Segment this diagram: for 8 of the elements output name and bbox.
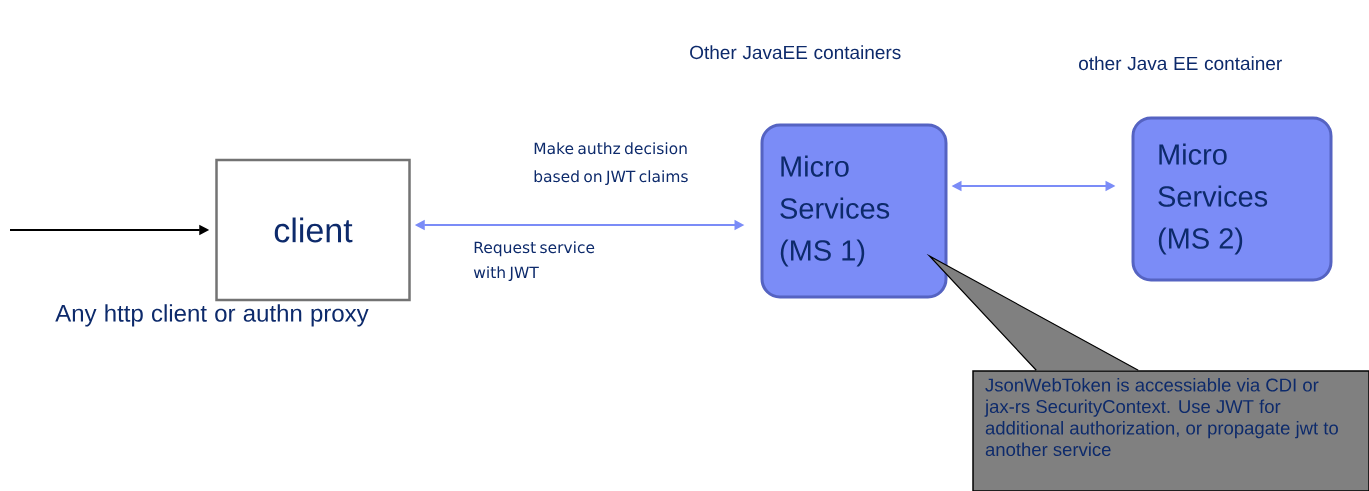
note-text: Make authz decision based on JWT claims	[534, 142, 688, 186]
service-box: Micro Services (MS 1)	[760, 123, 948, 299]
edge-label: Request service with JWT	[473, 241, 595, 282]
node-caption: Other JavaEE containers	[690, 45, 901, 60]
client-box: client	[215, 158, 411, 302]
service-box: Micro Services (MS 2)	[1131, 116, 1333, 282]
node-caption: other Java EE container	[1079, 56, 1282, 71]
node-caption: Any http client or authn proxy	[55, 304, 369, 327]
